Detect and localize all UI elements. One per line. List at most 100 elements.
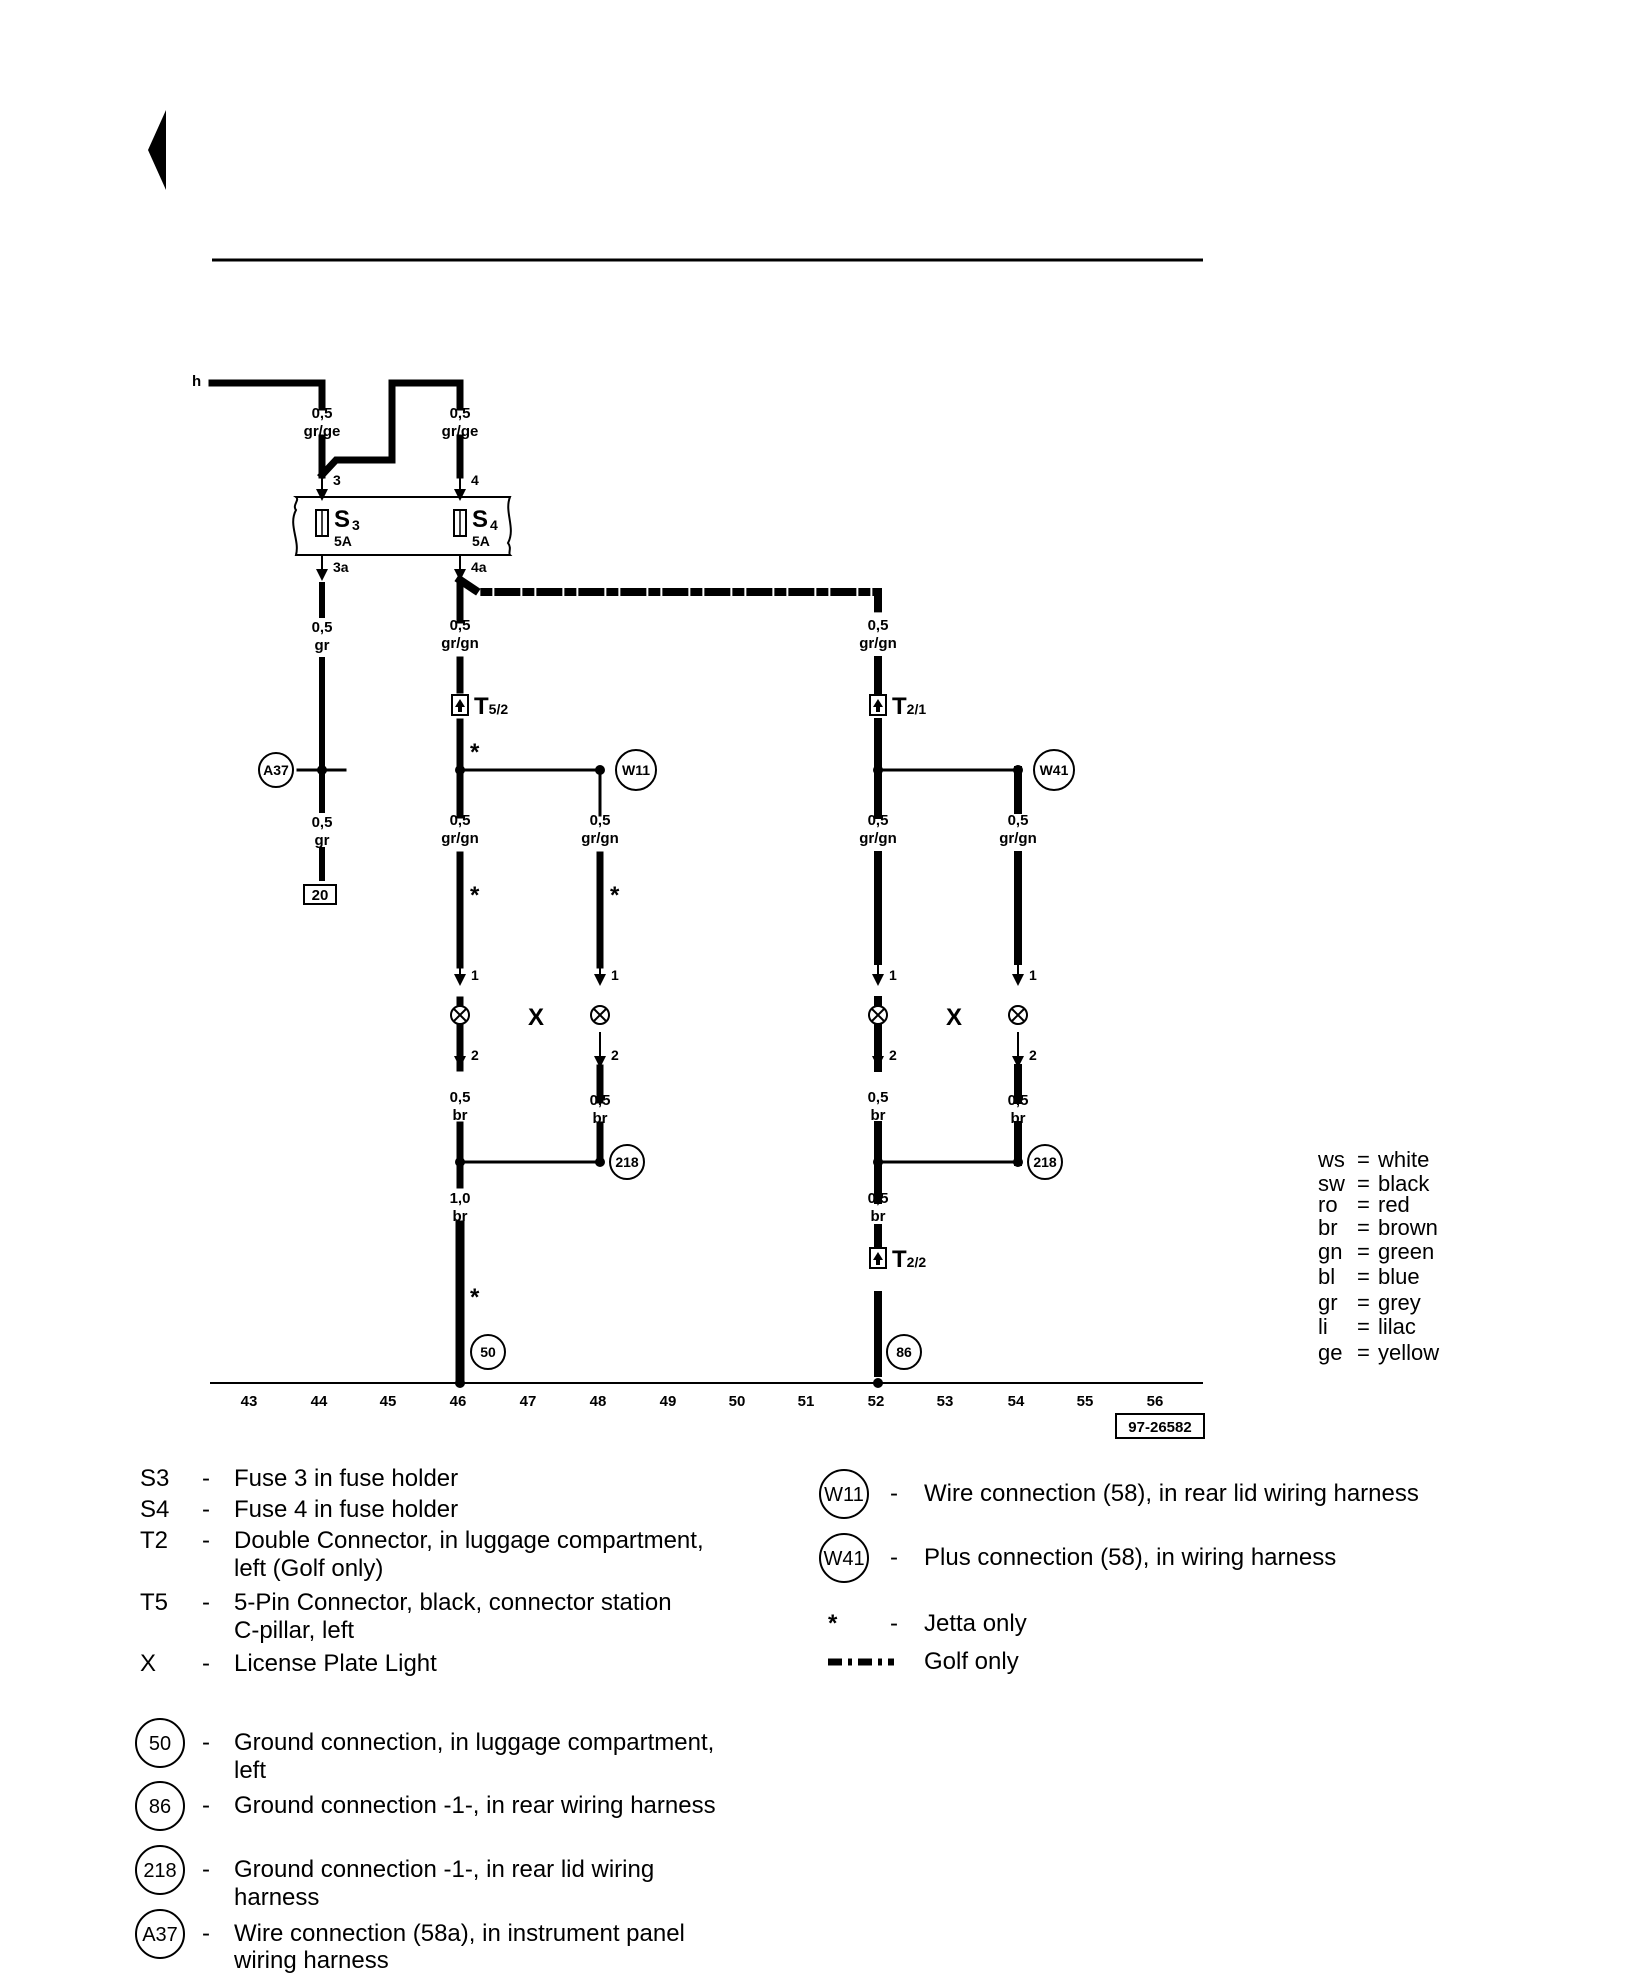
svg-text:0,5: 0,5 — [312, 619, 333, 636]
svg-text:-: - — [202, 1856, 210, 1883]
legend-text: left — [234, 1757, 266, 1784]
legend-text: Ground connection -1-, in rear lid wirin… — [234, 1856, 654, 1883]
wire-labels: 0,5gr/ge 0,5gr/ge 0,5gr 0,5gr/gn 0,5gr/g… — [304, 405, 1037, 1225]
ground-218-label: 218 — [615, 1154, 639, 1170]
svg-text:56: 56 — [1147, 1393, 1164, 1410]
wire-h-label: h — [192, 373, 201, 390]
svg-text:yellow: yellow — [1378, 1340, 1439, 1365]
ground-86-label: 86 — [896, 1344, 912, 1360]
svg-text:bl: bl — [1318, 1264, 1335, 1289]
svg-text:gr: gr — [315, 637, 330, 654]
connectors: T5/2 T2/1 T2/2 — [451, 693, 926, 1273]
legend-symbol: S4 — [140, 1496, 169, 1523]
junction-dots — [317, 765, 1023, 1388]
svg-text:1,0: 1,0 — [450, 1190, 471, 1207]
ground-50-label: 50 — [480, 1344, 496, 1360]
legend-right-circles — [819, 1469, 869, 1583]
svg-text:br: br — [871, 1208, 886, 1225]
svg-text:0,5: 0,5 — [868, 812, 889, 829]
svg-text:1: 1 — [889, 967, 897, 983]
svg-text:br: br — [871, 1107, 886, 1124]
svg-text:0,5: 0,5 — [1008, 1092, 1029, 1109]
legend-text: harness — [234, 1884, 319, 1911]
lamp-icon — [868, 965, 888, 1068]
svg-text:=: = — [1357, 1239, 1370, 1264]
svg-text:*: * — [470, 882, 480, 909]
diagram-number: 97-26582 — [1128, 1419, 1191, 1436]
legend-symbol: * — [828, 1610, 838, 1637]
legend-symbol: S3 — [140, 1465, 169, 1492]
svg-text:-: - — [202, 1792, 210, 1819]
svg-text:white: white — [1377, 1147, 1429, 1172]
svg-text:-: - — [202, 1465, 210, 1492]
fuse-s4-pin-out: 4a — [471, 559, 487, 575]
svg-text:gr: gr — [1318, 1290, 1338, 1315]
legend-symbol: X — [140, 1650, 156, 1677]
svg-text:red: red — [1378, 1192, 1410, 1217]
svg-text:=: = — [1357, 1147, 1370, 1172]
color-key: ws=white sw=black ro=red br=brown gn=gre… — [1317, 1147, 1439, 1365]
svg-text:0,5: 0,5 — [868, 1089, 889, 1106]
legend-left: S3 - Fuse 3 in fuse holder S4 - Fuse 4 i… — [140, 1465, 704, 1677]
legend-text: Ground connection -1-, in rear wiring ha… — [234, 1792, 716, 1819]
svg-text:gr/gn: gr/gn — [441, 635, 479, 652]
legend-text: Jetta only — [924, 1610, 1027, 1637]
diagram-number-box — [1115, 1413, 1205, 1439]
svg-text:Fuse 4 in fuse holder: Fuse 4 in fuse holder — [234, 1496, 458, 1523]
svg-text:=: = — [1357, 1290, 1370, 1315]
svg-text:br: br — [453, 1208, 468, 1225]
svg-text:1: 1 — [611, 967, 619, 983]
svg-text:0,5: 0,5 — [590, 812, 611, 829]
svg-text:50: 50 — [729, 1393, 746, 1410]
svg-text:sw: sw — [1318, 1171, 1345, 1196]
svg-text:blue: blue — [1378, 1264, 1420, 1289]
svg-text:-: - — [202, 1496, 210, 1523]
svg-text:48: 48 — [590, 1393, 607, 1410]
svg-text:gr/gn: gr/gn — [859, 635, 897, 652]
legend-text: Wire connection (58a), in instrument pan… — [234, 1920, 685, 1947]
fuse-holder: S 3 5A S 4 5A 3 4 3a 4a — [292, 472, 513, 581]
svg-text:2: 2 — [471, 1047, 479, 1063]
svg-text:ws: ws — [1317, 1147, 1345, 1172]
svg-text:br: br — [1318, 1215, 1338, 1240]
svg-text:2: 2 — [611, 1047, 619, 1063]
back-arrow-icon[interactable] — [148, 110, 166, 190]
svg-text:br: br — [593, 1110, 608, 1127]
fuse-s3-pin-in: 3 — [333, 472, 341, 488]
svg-text:-: - — [202, 1920, 210, 1947]
legend-text: Plus connection (58), in wiring harness — [924, 1544, 1336, 1571]
ref-box-20-label: 20 — [312, 887, 329, 904]
svg-text:51: 51 — [798, 1393, 815, 1410]
svg-text:-: - — [202, 1729, 210, 1756]
svg-text:49: 49 — [660, 1393, 677, 1410]
svg-text:2: 2 — [1029, 1047, 1037, 1063]
svg-text:br: br — [1011, 1110, 1026, 1127]
connection-w41-label: W41 — [1040, 762, 1069, 778]
svg-text:=: = — [1357, 1192, 1370, 1217]
svg-text:44: 44 — [311, 1393, 328, 1410]
legend-text: wiring harness — [233, 1947, 389, 1974]
svg-text:*: * — [470, 739, 480, 766]
svg-text:43: 43 — [241, 1393, 258, 1410]
svg-text:grey: grey — [1378, 1290, 1421, 1315]
svg-text:=: = — [1357, 1215, 1370, 1240]
legend-symbol: T2 — [140, 1527, 168, 1554]
legend-symbol: 50 — [149, 1733, 171, 1755]
svg-text:-: - — [890, 1610, 898, 1637]
svg-text:gr/ge: gr/ge — [442, 423, 479, 440]
svg-text:0,5: 0,5 — [450, 405, 471, 422]
legend-symbol: W11 — [824, 1484, 864, 1506]
legend-left-circles — [135, 1718, 185, 1959]
svg-text:License Plate Light: License Plate Light — [234, 1650, 437, 1677]
svg-text:-: - — [890, 1480, 898, 1507]
svg-text:0,5: 0,5 — [868, 617, 889, 634]
svg-text:ro: ro — [1318, 1192, 1338, 1217]
svg-text:53: 53 — [937, 1393, 954, 1410]
svg-text:-: - — [890, 1544, 898, 1571]
lamp-x-label-right: X — [946, 1004, 962, 1031]
svg-text:gr/gn: gr/gn — [999, 830, 1037, 847]
ref-box-20 — [303, 884, 337, 905]
legend-symbol: 86 — [149, 1796, 171, 1818]
svg-text:black: black — [1378, 1171, 1430, 1196]
connector-t21-label: T2/1 — [892, 693, 926, 720]
